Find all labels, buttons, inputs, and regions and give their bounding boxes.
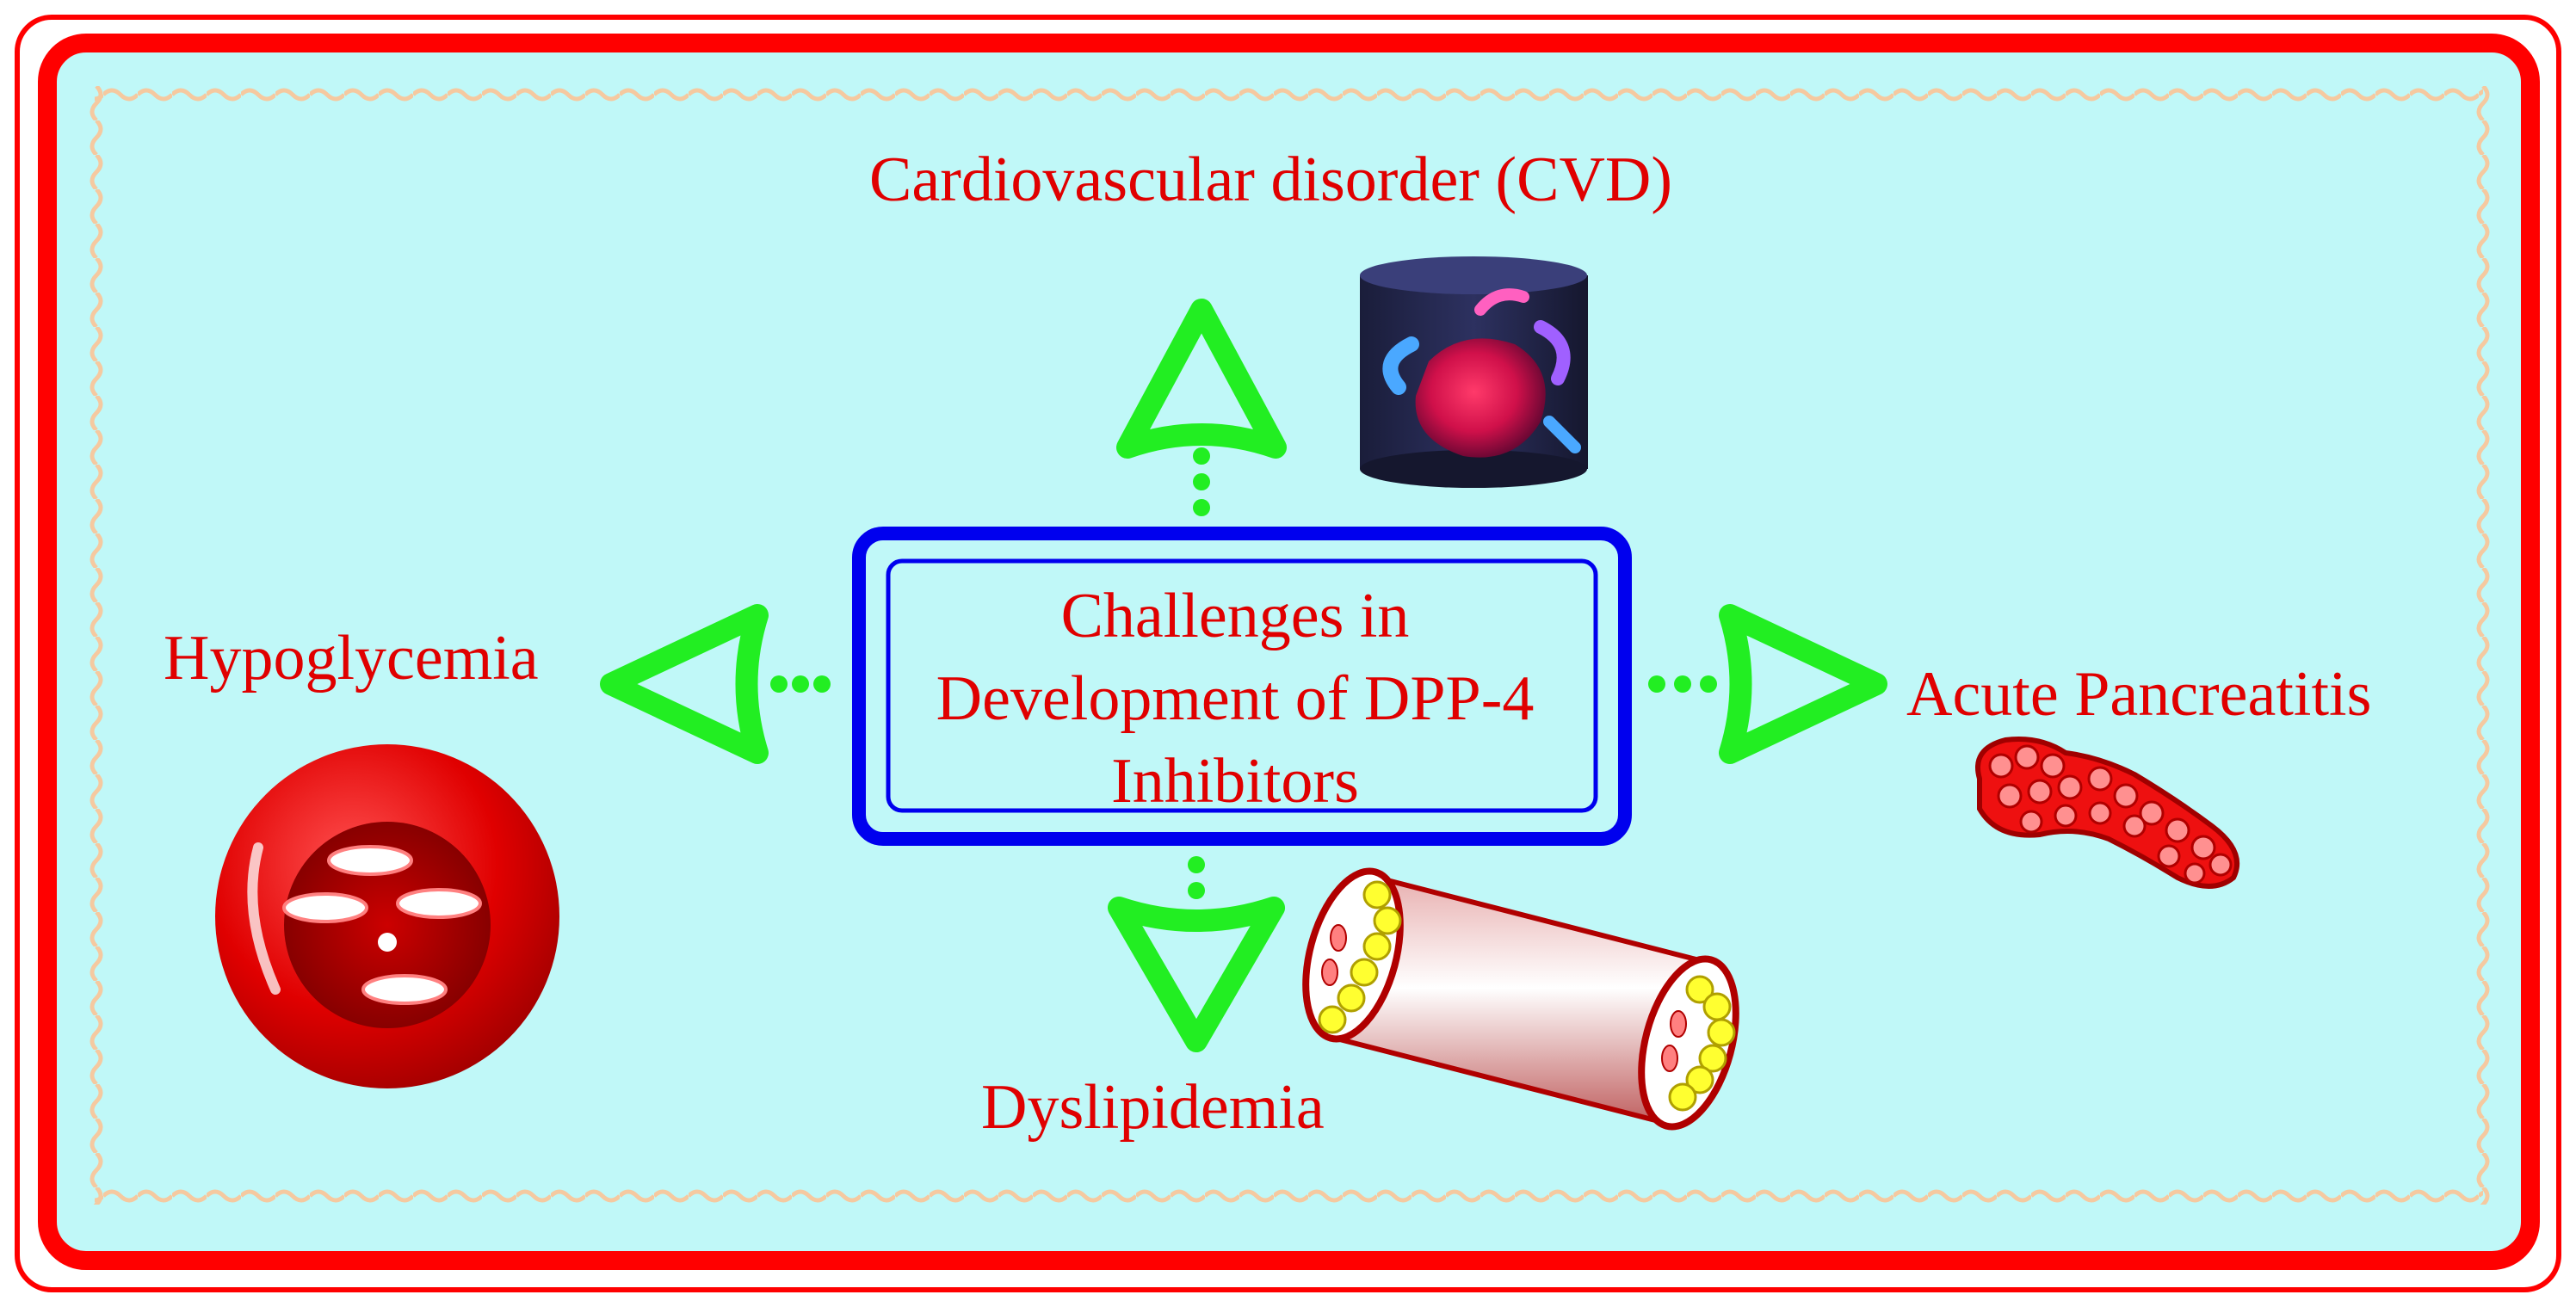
cvd-label: Cardiovascular disorder (CVD): [869, 145, 1672, 215]
center-title-line-2: Development of DPP-4: [936, 663, 1535, 734]
arrow-down: [1108, 856, 1285, 1052]
arrow-left: [600, 604, 831, 764]
dyslipidemia-label: Dyslipidemia: [981, 1072, 1325, 1143]
pancreas-icon: [1975, 737, 2239, 889]
heart-icon: [1360, 256, 1588, 488]
red-blood-cell-icon: [215, 744, 559, 1088]
arrow-up: [1116, 299, 1287, 516]
pancreatitis-label: Acute Pancreatitis: [1906, 659, 2372, 730]
hypoglycemia-label: Hypoglycemia: [164, 623, 539, 694]
center-title-line-1: Challenges in: [1060, 581, 1410, 651]
blood-vessel-icon: [1302, 867, 1739, 1131]
wave-border: [86, 86, 2492, 1206]
center-box: [852, 527, 1632, 846]
arrow-right: [1648, 604, 1887, 764]
center-title-line-3: Inhibitors: [1111, 746, 1359, 817]
center-title: Challenges in Development of DPP-4 Inhib…: [886, 575, 1584, 823]
